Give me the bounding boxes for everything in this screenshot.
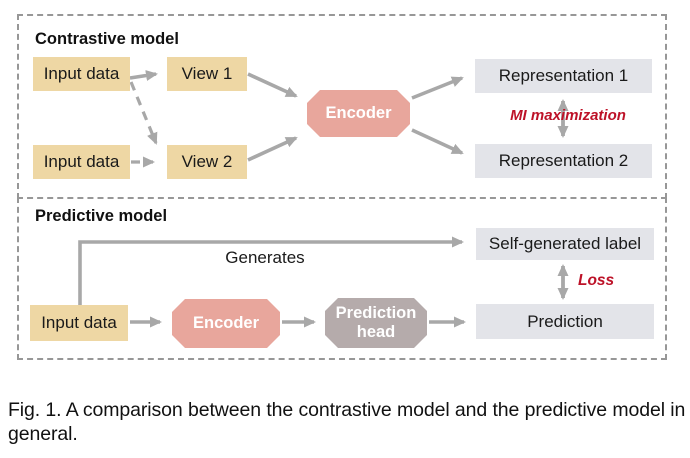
loss-label: Loss xyxy=(578,272,615,289)
representation-1-box: Representation 1 xyxy=(475,59,652,93)
predictive-input-data-box: Input data xyxy=(30,305,128,341)
predictive-encoder-box: Encoder xyxy=(172,299,280,348)
predictive-model-panel xyxy=(17,197,667,360)
contrastive-section-title: Contrastive model xyxy=(35,30,179,48)
contrastive-input-data-2-box: Input data xyxy=(33,145,130,179)
view-2-box: View 2 xyxy=(167,145,247,179)
mi-maximization-label: MI maximization xyxy=(510,107,626,124)
generates-label: Generates xyxy=(225,248,305,267)
contrastive-model-panel xyxy=(17,14,667,199)
prediction-head-box: Prediction head xyxy=(325,298,427,348)
view-1-box: View 1 xyxy=(167,57,247,91)
self-generated-label-box: Self-generated label xyxy=(476,228,654,260)
predictive-section-title: Predictive model xyxy=(35,207,168,225)
contrastive-encoder-box: Encoder xyxy=(307,90,410,137)
figure-caption: Fig. 1. A comparison between the contras… xyxy=(8,399,686,445)
contrastive-input-data-1-box: Input data xyxy=(33,57,130,91)
representation-2-box: Representation 2 xyxy=(475,144,652,178)
prediction-box: Prediction xyxy=(476,304,654,339)
